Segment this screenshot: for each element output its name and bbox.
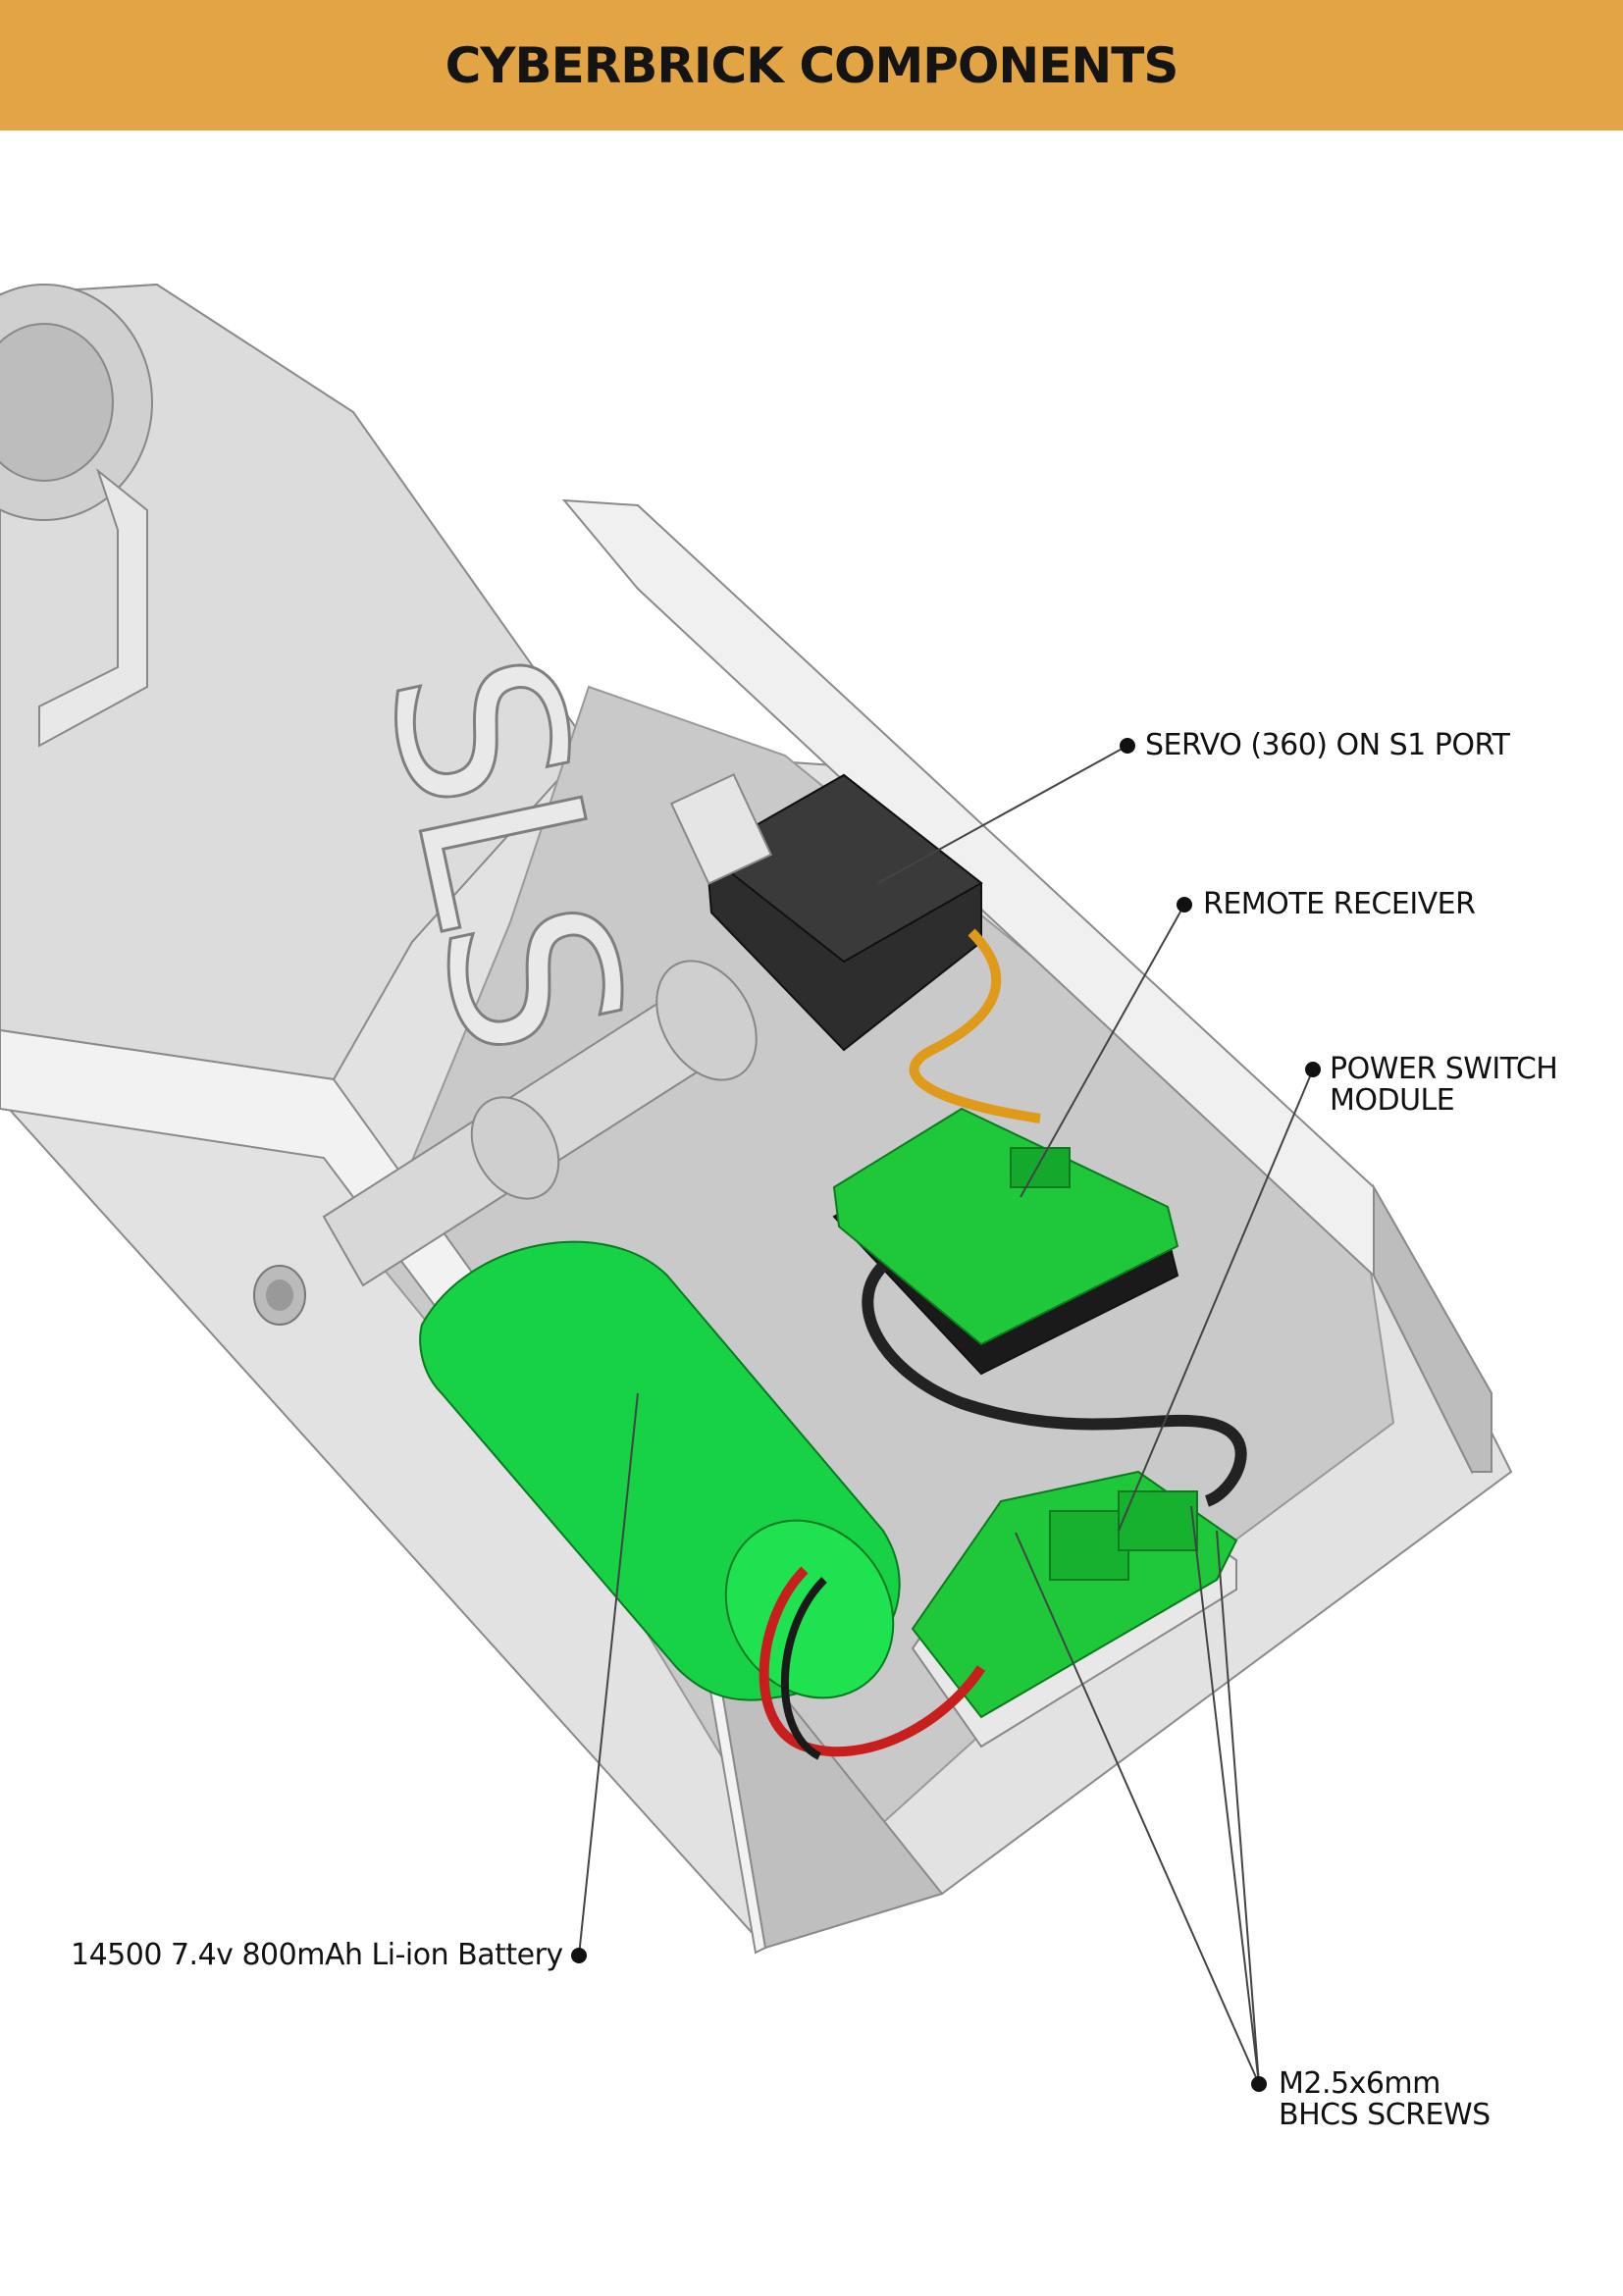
callout-servo: SERVO (360) ON S1 PORT — [1145, 730, 1510, 761]
callout-receiver: REMOTE RECEIVER — [1203, 889, 1476, 920]
callout-screws-line2: BHCS SCREWS — [1279, 2098, 1491, 2132]
callout-receiver-text: REMOTE RECEIVER — [1203, 887, 1476, 921]
wheel-hub — [0, 284, 153, 748]
leader-dots — [571, 738, 1321, 2092]
callout-screws: M2.5x6mm BHCS SCREWS — [1279, 2068, 1491, 2131]
callout-power-switch-line2: MODULE — [1330, 1083, 1455, 1118]
leader-power-switch — [1118, 1069, 1314, 1532]
leader-receiver — [1020, 904, 1185, 1198]
callout-battery: 14500 7.4v 800mAh Li-ion Battery — [71, 1940, 563, 1971]
drive-shaft — [253, 960, 758, 1326]
callout-screws-line1: M2.5x6mm — [1279, 2066, 1440, 2101]
battery — [419, 1240, 986, 1760]
leader-servo — [877, 745, 1128, 884]
power-switch-module — [911, 1470, 1238, 1748]
receiver-board — [832, 1107, 1247, 1507]
dot-power-switch — [1305, 1062, 1321, 1077]
leader-battery — [578, 1392, 639, 1957]
title-bar: CYBERBRICK COMPONENTS — [0, 0, 1623, 130]
dot-battery — [571, 1948, 587, 1963]
leader-screw-2 — [1190, 1505, 1260, 2085]
dot-servo — [1120, 738, 1135, 754]
dot-receiver — [1177, 897, 1192, 913]
servo-motor — [669, 773, 1041, 1123]
callout-power-switch: POWER SWITCH MODULE — [1330, 1052, 1558, 1118]
leader-screw-1 — [1015, 1532, 1260, 2085]
chassis — [0, 283, 1513, 1955]
callout-power-switch-line1: POWER SWITCH — [1330, 1052, 1558, 1086]
leader-screw-3 — [1216, 1530, 1260, 2085]
callout-servo-text: SERVO (360) ON S1 PORT — [1145, 728, 1510, 762]
callout-battery-text: 14500 7.4v 800mAh Li-ion Battery — [71, 1938, 563, 1972]
leader-lines — [578, 745, 1314, 2085]
dot-screws — [1251, 2076, 1267, 2092]
page-title: CYBERBRICK COMPONENTS — [445, 36, 1179, 94]
